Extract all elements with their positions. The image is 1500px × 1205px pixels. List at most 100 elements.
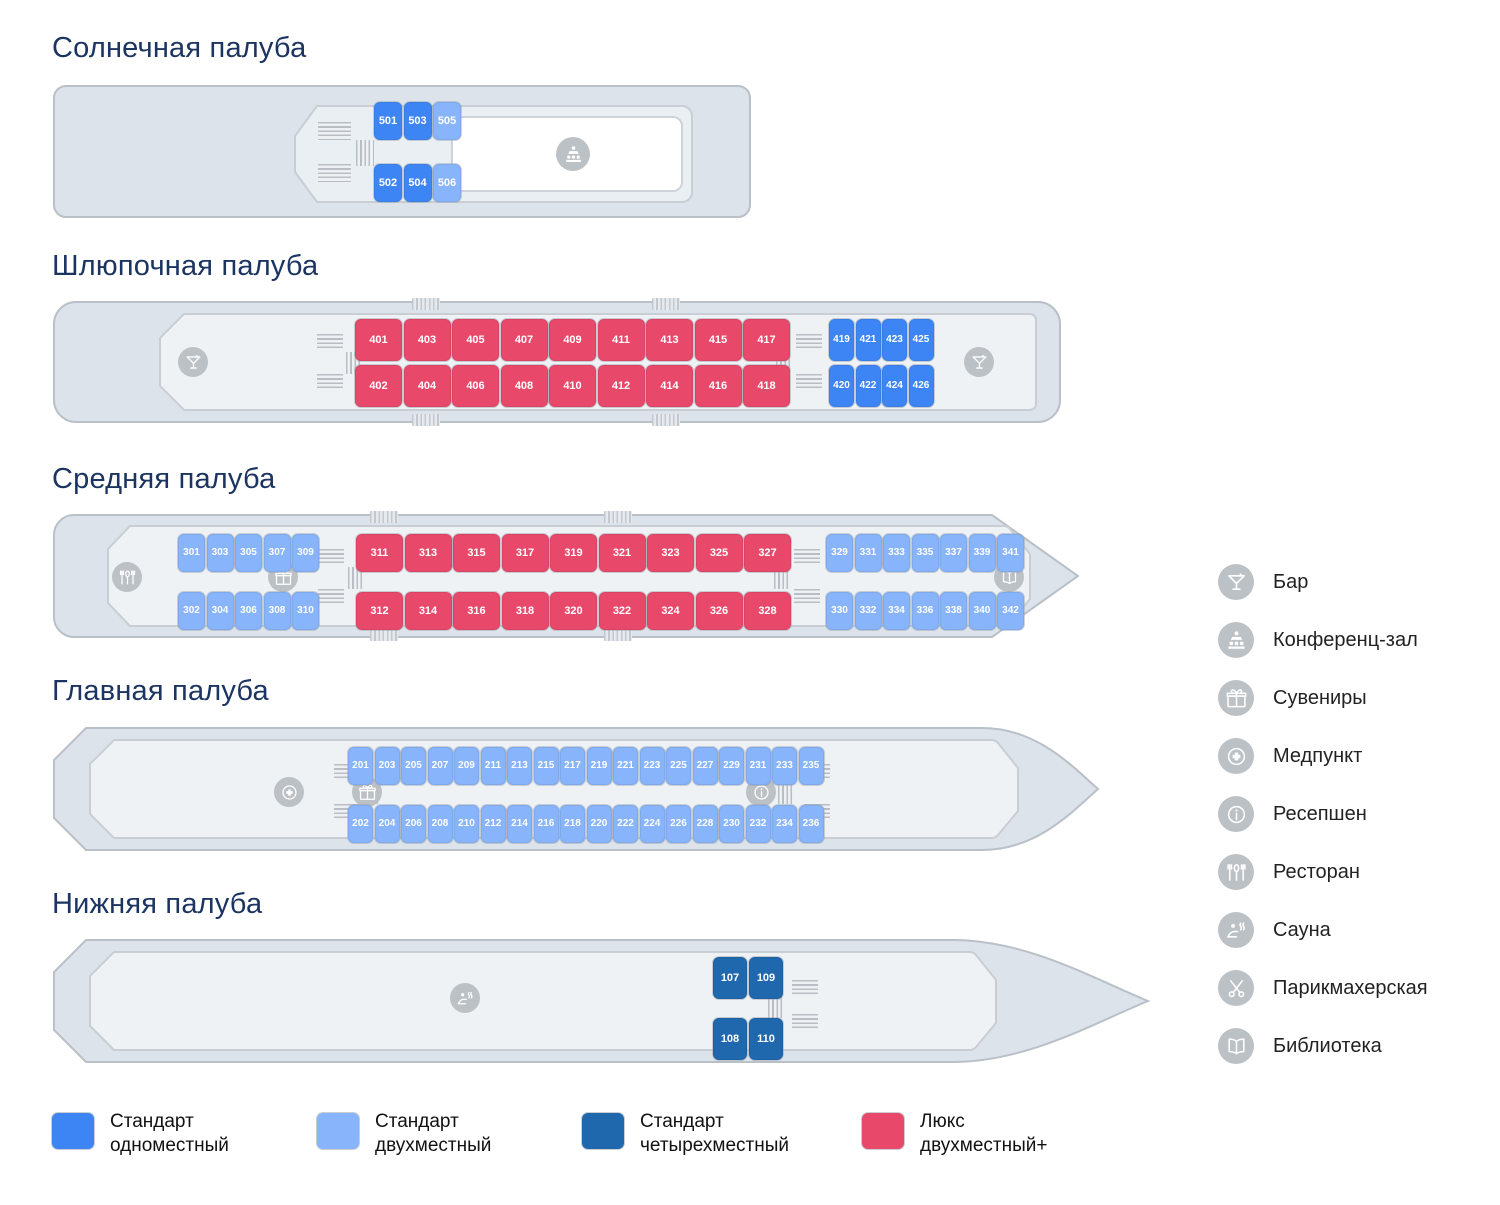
cabin-107[interactable]: 107: [713, 957, 747, 999]
cabin-401[interactable]: 401: [355, 319, 402, 361]
cabin-328[interactable]: 328: [744, 592, 791, 630]
cabin-203[interactable]: 203: [374, 747, 400, 785]
cabin-233[interactable]: 233: [772, 747, 797, 785]
cabin-314[interactable]: 314: [404, 592, 452, 630]
cabin-334[interactable]: 334: [883, 592, 910, 630]
cabin-424[interactable]: 424: [882, 365, 907, 407]
cabin-311[interactable]: 311: [356, 534, 403, 572]
cabin-411[interactable]: 411: [597, 319, 645, 361]
cabin-230[interactable]: 230: [719, 805, 744, 843]
cabin-312[interactable]: 312: [356, 592, 403, 630]
cabin-229[interactable]: 229: [719, 747, 744, 785]
cabin-232[interactable]: 232: [745, 805, 771, 843]
cabin-415[interactable]: 415: [694, 319, 742, 361]
cabin-110[interactable]: 110: [749, 1018, 783, 1060]
cabin-235[interactable]: 235: [798, 747, 824, 785]
cabin-331[interactable]: 331: [854, 534, 882, 572]
cabin-504[interactable]: 504: [403, 164, 432, 202]
cabin-338[interactable]: 338: [940, 592, 967, 630]
cabin-212[interactable]: 212: [480, 805, 506, 843]
cabin-226[interactable]: 226: [666, 805, 691, 843]
cabin-207[interactable]: 207: [427, 747, 453, 785]
cabin-213[interactable]: 213: [507, 747, 532, 785]
cabin-420[interactable]: 420: [829, 365, 854, 407]
cabin-309[interactable]: 309: [292, 534, 319, 572]
cabin-505[interactable]: 505: [433, 102, 461, 140]
cabin-333[interactable]: 333: [883, 534, 910, 572]
cabin-205[interactable]: 205: [401, 747, 426, 785]
cabin-108[interactable]: 108: [713, 1018, 747, 1060]
cabin-417[interactable]: 417: [743, 319, 790, 361]
cabin-336[interactable]: 336: [911, 592, 939, 630]
cabin-201[interactable]: 201: [348, 747, 373, 785]
cabin-320[interactable]: 320: [550, 592, 597, 630]
cabin-234[interactable]: 234: [772, 805, 797, 843]
cabin-337[interactable]: 337: [940, 534, 967, 572]
cabin-319[interactable]: 319: [550, 534, 597, 572]
cabin-317[interactable]: 317: [501, 534, 549, 572]
cabin-223[interactable]: 223: [639, 747, 665, 785]
cabin-426[interactable]: 426: [908, 365, 934, 407]
cabin-330[interactable]: 330: [826, 592, 853, 630]
cabin-307[interactable]: 307: [263, 534, 291, 572]
cabin-339[interactable]: 339: [968, 534, 996, 572]
cabin-305[interactable]: 305: [235, 534, 262, 572]
cabin-506[interactable]: 506: [433, 164, 461, 202]
cabin-302[interactable]: 302: [178, 592, 205, 630]
cabin-419[interactable]: 419: [829, 319, 854, 361]
cabin-321[interactable]: 321: [598, 534, 646, 572]
cabin-503[interactable]: 503: [403, 102, 432, 140]
cabin-341[interactable]: 341: [997, 534, 1024, 572]
cabin-303[interactable]: 303: [206, 534, 234, 572]
cabin-218[interactable]: 218: [560, 805, 585, 843]
cabin-214[interactable]: 214: [507, 805, 532, 843]
cabin-413[interactable]: 413: [646, 319, 693, 361]
cabin-220[interactable]: 220: [586, 805, 612, 843]
cabin-326[interactable]: 326: [695, 592, 743, 630]
cabin-224[interactable]: 224: [639, 805, 665, 843]
cabin-315[interactable]: 315: [453, 534, 500, 572]
cabin-217[interactable]: 217: [560, 747, 585, 785]
cabin-301[interactable]: 301: [178, 534, 205, 572]
cabin-421[interactable]: 421: [855, 319, 881, 361]
cabin-416[interactable]: 416: [694, 365, 742, 407]
cabin-327[interactable]: 327: [744, 534, 791, 572]
cabin-408[interactable]: 408: [500, 365, 548, 407]
cabin-208[interactable]: 208: [427, 805, 453, 843]
cabin-403[interactable]: 403: [403, 319, 451, 361]
cabin-215[interactable]: 215: [533, 747, 559, 785]
cabin-406[interactable]: 406: [452, 365, 499, 407]
cabin-324[interactable]: 324: [647, 592, 694, 630]
cabin-402[interactable]: 402: [355, 365, 402, 407]
cabin-316[interactable]: 316: [453, 592, 500, 630]
cabin-236[interactable]: 236: [798, 805, 824, 843]
cabin-211[interactable]: 211: [480, 747, 506, 785]
cabin-342[interactable]: 342: [997, 592, 1024, 630]
cabin-404[interactable]: 404: [403, 365, 451, 407]
cabin-322[interactable]: 322: [598, 592, 646, 630]
cabin-204[interactable]: 204: [374, 805, 400, 843]
cabin-306[interactable]: 306: [235, 592, 262, 630]
cabin-206[interactable]: 206: [401, 805, 426, 843]
cabin-425[interactable]: 425: [908, 319, 934, 361]
cabin-222[interactable]: 222: [613, 805, 638, 843]
cabin-318[interactable]: 318: [501, 592, 549, 630]
cabin-202[interactable]: 202: [348, 805, 373, 843]
cabin-216[interactable]: 216: [533, 805, 559, 843]
cabin-332[interactable]: 332: [854, 592, 882, 630]
cabin-219[interactable]: 219: [586, 747, 612, 785]
cabin-109[interactable]: 109: [749, 957, 783, 999]
cabin-210[interactable]: 210: [454, 805, 479, 843]
cabin-329[interactable]: 329: [826, 534, 853, 572]
cabin-335[interactable]: 335: [911, 534, 939, 572]
cabin-502[interactable]: 502: [374, 164, 402, 202]
cabin-423[interactable]: 423: [882, 319, 907, 361]
cabin-304[interactable]: 304: [206, 592, 234, 630]
cabin-308[interactable]: 308: [263, 592, 291, 630]
cabin-228[interactable]: 228: [692, 805, 718, 843]
cabin-407[interactable]: 407: [500, 319, 548, 361]
cabin-231[interactable]: 231: [745, 747, 771, 785]
cabin-412[interactable]: 412: [597, 365, 645, 407]
cabin-209[interactable]: 209: [454, 747, 479, 785]
cabin-422[interactable]: 422: [855, 365, 881, 407]
